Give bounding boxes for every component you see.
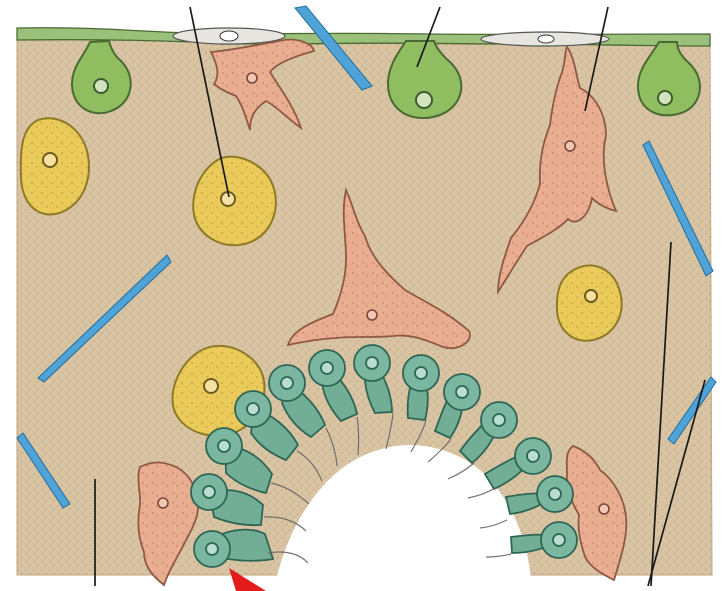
figure-stage — [0, 0, 723, 591]
glial-cell-diagram — [0, 0, 723, 591]
